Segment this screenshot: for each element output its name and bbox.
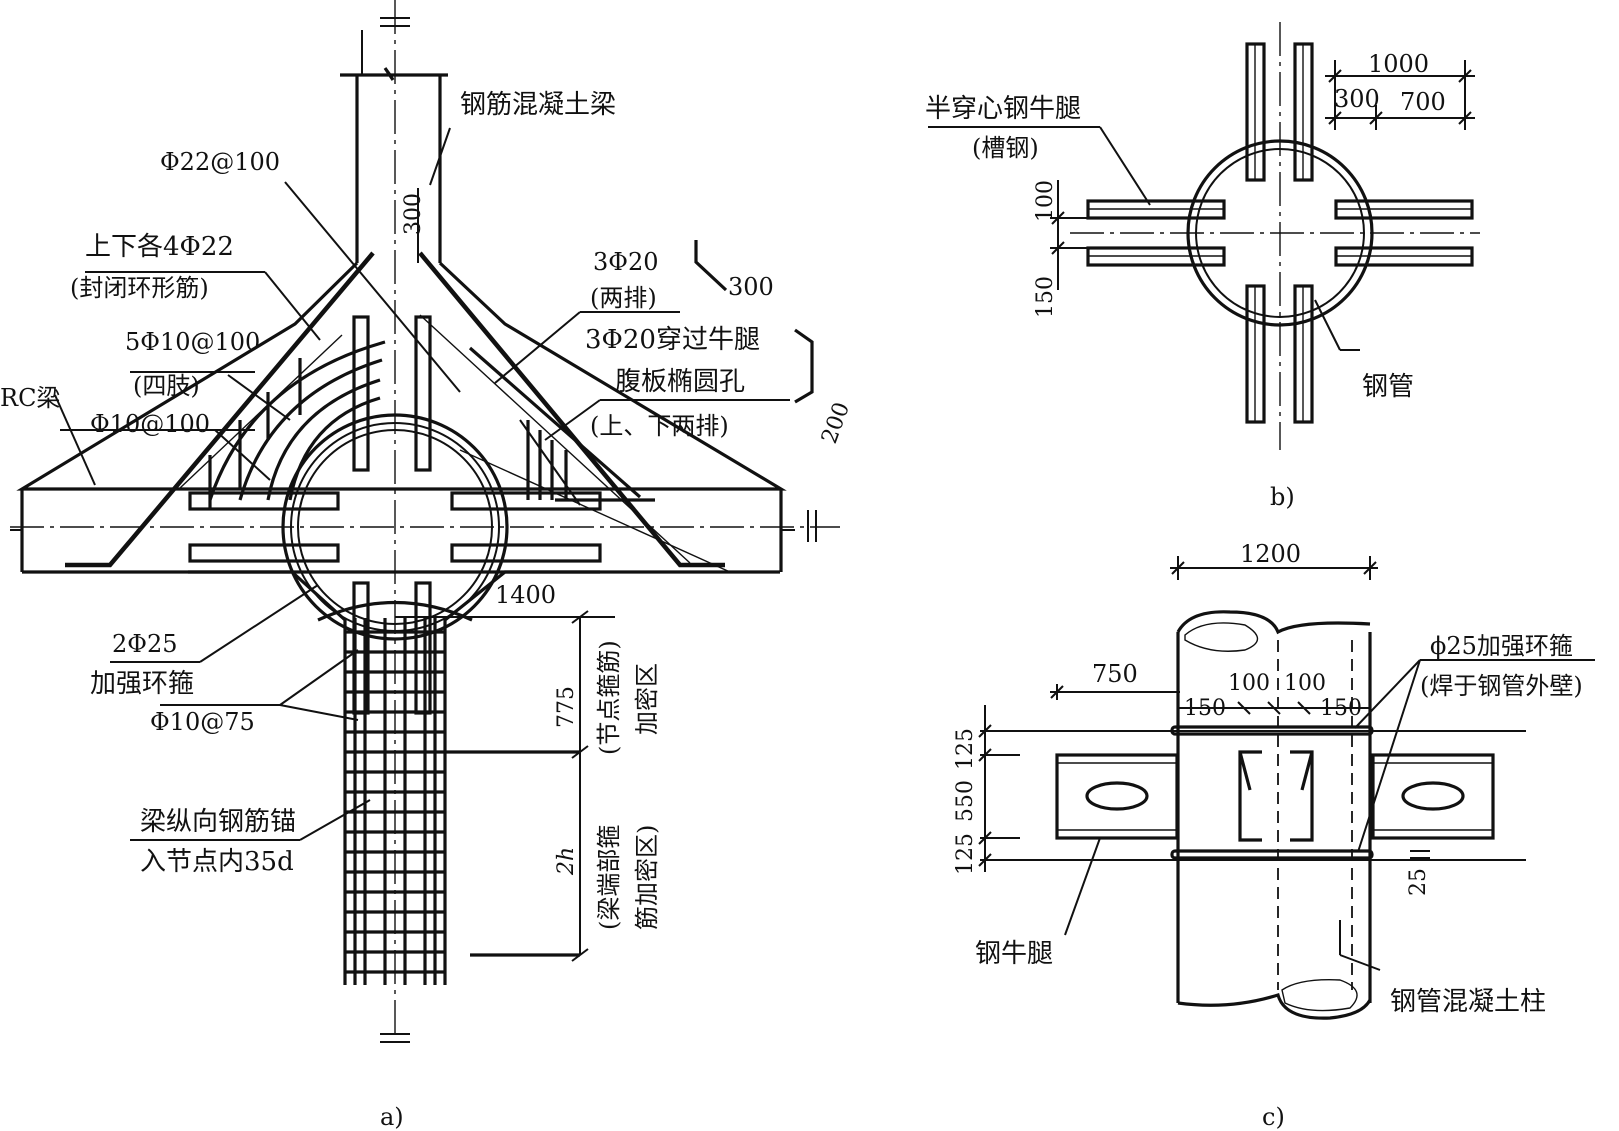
label-four-legs: (四肢) [133,372,200,400]
label-cfst-column: 钢管混凝土柱 [1390,987,1546,1017]
label-steel-tube: 钢管 [1362,372,1414,402]
label-dim-100b: 100 [1284,671,1326,696]
label-two-rows: (两排) [590,284,657,312]
label-dim-300-hook: 300 [728,273,774,301]
label-web-hole: 腹板椭圆孔 [615,367,745,397]
label-dim-150-b: 150 [1033,276,1058,318]
label-anchor-1: 梁纵向钢筋锚 [140,807,296,837]
figure-c: 1200 ϕ25加强环箍 (焊于钢管外壁) 750 100 100 150 15… [953,540,1595,1131]
label-anchor-2: 入节点内35d [140,847,294,877]
rc-beam-outline [10,67,795,985]
dimension-lines-a [361,30,615,962]
label-upper-lower: (上、下两排) [590,412,729,440]
steel-corbel-elevation [1020,725,1526,861]
label-bar-through: 3Φ20穿过牛腿 [585,325,760,355]
label-node-zone-2: 加密区 [633,663,661,735]
label-steel-corbel: 钢牛腿 [975,939,1053,969]
label-dim-1000: 1000 [1368,50,1429,78]
label-ring-hoop: 加强环箍 [90,669,194,699]
label-stirrup-75: Φ10@75 [150,708,255,736]
label-dim-300-top: 300 [401,193,426,235]
label-dim-550: 550 [953,780,978,822]
stirrups-right [519,419,655,506]
label-dim-100-b: 100 [1033,180,1058,222]
label-dim-125a: 125 [953,728,978,770]
label-dim-150b: 150 [1320,696,1362,721]
label-ring-hoop-25: ϕ25加强环箍 [1430,632,1573,660]
figure-a: 钢筋混凝土梁 Φ22@100 上下各4Φ22 (封闭环形筋) 5Φ10@100 … [0,0,855,1131]
label-dim-2h: 2h [554,847,579,876]
bottom-stirrup-grid [317,601,473,985]
label-rc-beam: 钢筋混凝土梁 [460,90,616,120]
label-stirrup-10: Φ10@100 [90,410,210,438]
label-dim-775: 775 [554,686,579,728]
label-dim-150a: 150 [1184,696,1226,721]
dimension-lines-b [1050,60,1475,290]
label-welded: (焊于钢管外壁) [1420,672,1583,700]
leader-lines-c [1064,659,1595,971]
label-top-bottom: 上下各4Φ22 [85,232,234,262]
label-rc-left: RC梁 [0,384,60,412]
label-dim-750: 750 [1092,660,1138,688]
cfst-column-elevation [1176,610,1372,1020]
label-beam-end-2: 筋加密区) [633,825,661,930]
haunch-rebars [65,251,731,573]
caption-a: a) [380,1103,404,1131]
label-dim-25: 25 [1406,868,1431,896]
label-closed-ring: (封闭环形筋) [70,274,209,302]
leader-lines-b [928,126,1360,351]
label-dim-125b: 125 [953,833,978,875]
label-dim-300-b: 300 [1334,85,1380,113]
caption-b: b) [1270,483,1295,511]
caption-c: c) [1262,1103,1285,1131]
ring-bars-left [208,340,386,510]
label-dim-1200: 1200 [1240,540,1301,568]
label-stirrup-5: 5Φ10@100 [125,328,260,356]
label-ring-hoop-qty: 2Φ25 [112,630,177,658]
label-node-zone-1: (节点箍筋) [595,640,623,755]
channel-corbels-b [1086,42,1474,424]
label-dim-700: 700 [1400,88,1446,116]
label-dim-100a: 100 [1228,671,1270,696]
label-dim-1400: 1400 [495,581,556,609]
label-beam-end-1: (梁端部箍 [595,825,623,930]
label-bar-3-20: 3Φ20 [593,248,658,276]
leader-lines-a [54,127,790,841]
steel-tube-b [1186,139,1374,327]
hook-300 [694,240,728,292]
label-channel: (槽钢) [972,134,1039,162]
label-dim-200-hook: 200 [817,399,855,447]
label-half-corbel: 半穿心钢牛腿 [925,94,1081,124]
label-rebar-22: Φ22@100 [160,148,280,176]
figure-b: 半穿心钢牛腿 (槽钢) 1000 300 700 100 150 钢管 b) [925,22,1480,511]
hook-200 [794,328,814,404]
dimension-lines-c [978,556,1430,872]
